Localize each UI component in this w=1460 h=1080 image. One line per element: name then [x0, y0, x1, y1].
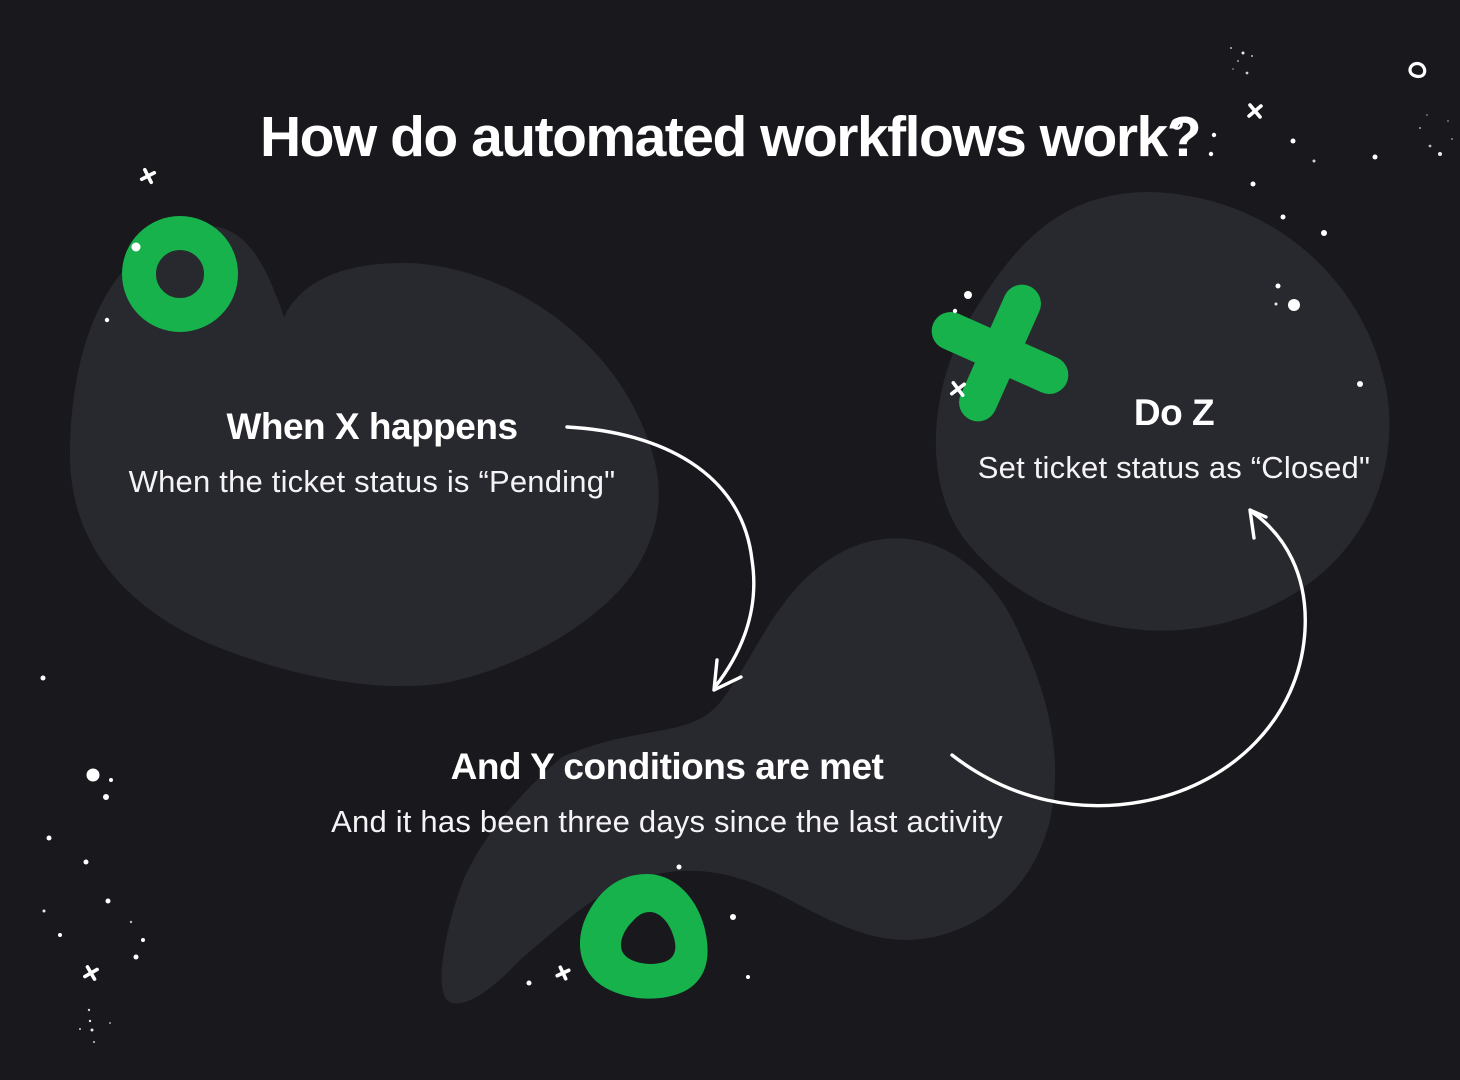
step-do-z: Do Z Set ticket status as “Closed": [978, 392, 1370, 486]
step-y-conditions-description: And it has been three days since the las…: [331, 803, 1003, 839]
curved-arrow-down: [565, 425, 756, 692]
sparkle-triangle-icon: [1408, 61, 1427, 79]
sparkle-ring-icon: [1171, 118, 1183, 130]
sparkle-dots: [40, 47, 1453, 1043]
green-ring-icon: [122, 216, 238, 332]
step-y-conditions: And Y conditions are met And it has been…: [331, 746, 1003, 840]
step-when-x: When X happens When the ticket status is…: [129, 406, 616, 500]
background-blobs: [70, 192, 1390, 1004]
page-title: How do automated workflows work?: [259, 105, 1202, 169]
curved-arrow-up: [950, 508, 1307, 808]
blob-right-circle: [935, 192, 1390, 631]
blob-center: [441, 538, 1056, 1004]
blob-left: [70, 225, 659, 687]
sparkle-crosses: [83, 103, 1263, 981]
step-y-conditions-heading: And Y conditions are met: [450, 746, 884, 787]
step-do-z-heading: Do Z: [1133, 392, 1215, 433]
green-triangle-icon: [579, 874, 708, 999]
step-when-x-heading: When X happens: [226, 406, 518, 447]
green-cross-icon: [931, 284, 1069, 422]
step-when-x-description: When the ticket status is “Pending": [128, 463, 616, 499]
step-do-z-description: Set ticket status as “Closed": [977, 449, 1371, 485]
